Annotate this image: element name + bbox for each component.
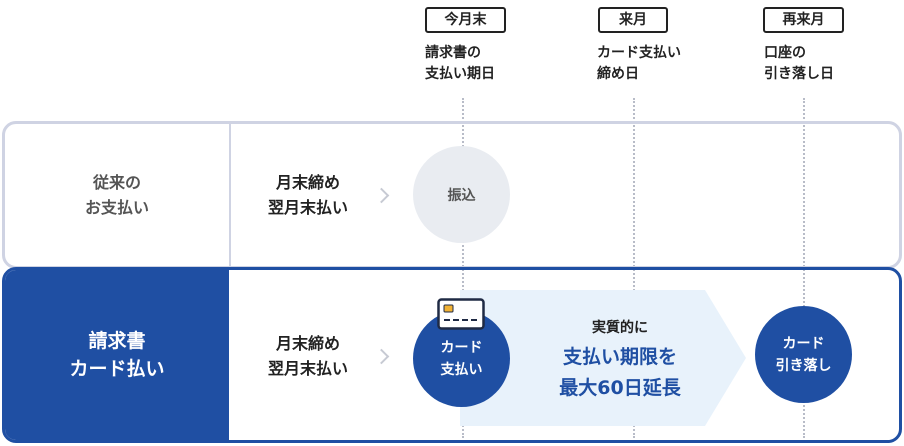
card-debit-circle: カード 引き落し — [755, 306, 852, 403]
extension-arrow — [460, 290, 746, 426]
closing-terms-traditional: 月末締め 翌月末払い — [267, 173, 348, 217]
extension-text-1: 実質的に — [592, 320, 648, 336]
row-label-card: 請求書 カード払い — [5, 270, 229, 440]
period-caption-invoice-due: 請求書の 支払い期日 — [425, 45, 495, 82]
extension-text-2: 支払い期限を — [562, 346, 677, 368]
period-caption-bank-debit: 口座の 引き落し日 — [764, 45, 834, 82]
row-invoice-card-payment: 請求書 カード払い — [2, 267, 902, 443]
period-caption-card-closing: カード支払い 締め日 — [597, 45, 681, 82]
period-badge-month-after-next: 再来月 — [763, 7, 844, 33]
bank-transfer-circle: 振込 — [413, 146, 510, 243]
period-badge-next-month: 来月 — [598, 7, 668, 33]
extension-text-3: 最大60日延長 — [559, 377, 681, 399]
credit-card-icon — [437, 298, 485, 330]
row-label-traditional: 従来の お支払い — [5, 124, 231, 266]
period-badge-this-month-end: 今月末 — [425, 7, 506, 33]
closing-terms-card: 月末締め 翌月末払い — [267, 334, 348, 378]
